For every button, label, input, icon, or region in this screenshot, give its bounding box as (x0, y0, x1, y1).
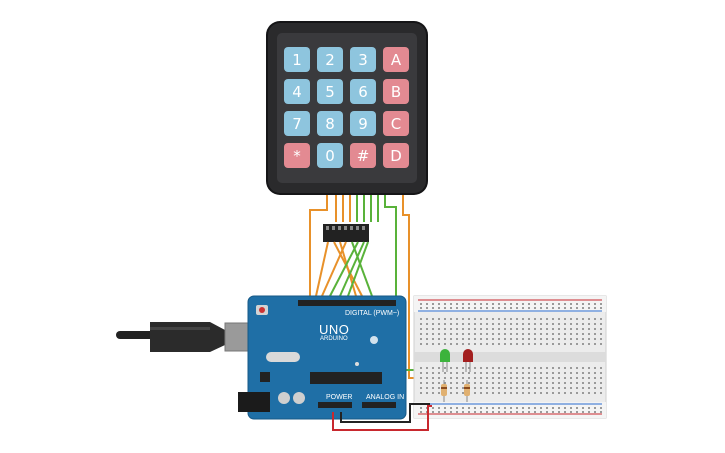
red-led[interactable] (463, 349, 473, 372)
key-A[interactable]: A (383, 47, 409, 72)
key-C[interactable]: C (383, 111, 409, 136)
resistor-1[interactable] (441, 380, 447, 402)
key-hash[interactable]: # (350, 143, 376, 168)
keypad-4x4[interactable]: 1 2 3 A 4 5 6 B 7 8 9 C * 0 # D (268, 23, 426, 193)
usb-cable[interactable] (116, 322, 261, 352)
power-wires[interactable] (332, 403, 432, 431)
key-5[interactable]: 5 (317, 79, 343, 104)
key-0[interactable]: 0 (317, 143, 343, 168)
arduino-uno-board[interactable] (238, 295, 407, 420)
green-led[interactable] (440, 349, 450, 372)
key-6[interactable]: 6 (350, 79, 376, 104)
keypad-face: 1 2 3 A 4 5 6 B 7 8 9 C * 0 # D (277, 33, 417, 183)
key-7[interactable]: 7 (284, 111, 310, 136)
key-2[interactable]: 2 (317, 47, 343, 72)
breadboard[interactable] (413, 295, 607, 419)
key-1[interactable]: 1 (284, 47, 310, 72)
resistor-2[interactable] (464, 380, 470, 402)
key-star[interactable]: * (284, 143, 310, 168)
key-3[interactable]: 3 (350, 47, 376, 72)
key-D[interactable]: D (383, 143, 409, 168)
analog-in-label: ANALOG IN (366, 394, 405, 401)
uno-logo: UNO (319, 322, 350, 337)
key-4[interactable]: 4 (284, 79, 310, 104)
arduino-brand: ARDUINO (320, 336, 348, 342)
key-8[interactable]: 8 (317, 111, 343, 136)
key-B[interactable]: B (383, 79, 409, 104)
digital-pins-label: DIGITAL (PWM~) (345, 310, 400, 317)
key-9[interactable]: 9 (350, 111, 376, 136)
power-label: POWER (326, 394, 353, 401)
